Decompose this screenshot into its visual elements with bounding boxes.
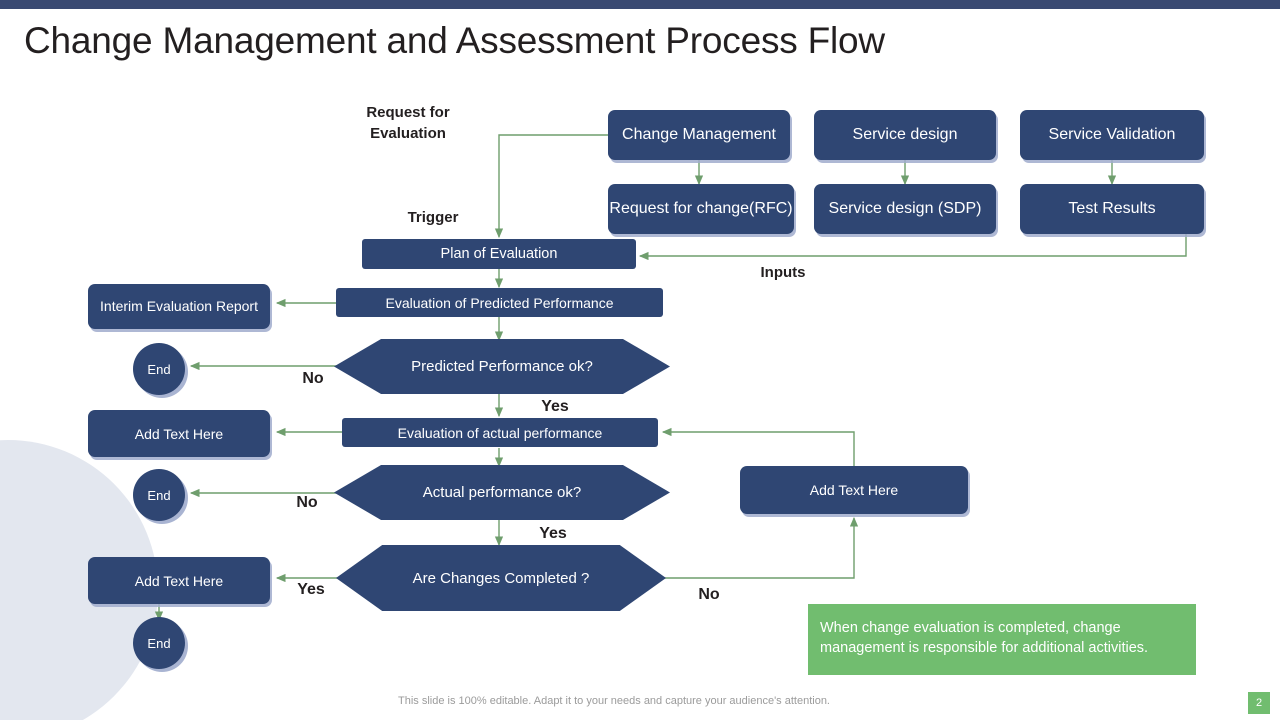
node-add-text-here-1[interactable]: Add Text Here	[88, 410, 270, 457]
node-service-design-label: Service design	[852, 126, 958, 143]
node-interim-evaluation-report-label: Interim Evaluation Report	[100, 298, 258, 314]
node-test-results[interactable]: Test Results	[1020, 184, 1204, 234]
node-add-text-here-2-label: Add Text Here	[134, 572, 224, 589]
footer-note: This slide is 100% editable. Adapt it to…	[398, 695, 830, 707]
node-end-3[interactable]: End	[133, 617, 185, 669]
decision-predicted-performance-ok[interactable]: Predicted Performance ok?	[334, 339, 670, 394]
label-trigger: Trigger	[407, 209, 459, 226]
node-test-results-label: Test Results	[1068, 200, 1156, 217]
node-end-2-label: End	[147, 487, 171, 503]
page-number-badge: 2	[1248, 692, 1270, 714]
callout-text: When change evaluation is completed, cha…	[820, 620, 1149, 656]
node-request-for-change-label: Request for change(RFC)	[609, 200, 793, 217]
decision-are-changes-completed[interactable]: Are Changes Completed ?	[336, 545, 666, 611]
decision-actual-performance-ok-label: Actual performance ok?	[422, 484, 582, 501]
label-inputs: Inputs	[760, 264, 806, 281]
node-end-3-label: End	[147, 635, 171, 651]
label-request-for-evaluation: Request for Evaluation	[366, 104, 450, 142]
node-end-1[interactable]: End	[133, 343, 185, 395]
node-add-text-here-right-label: Add Text Here	[809, 482, 899, 498]
decision-actual-performance-ok[interactable]: Actual performance ok?	[334, 465, 670, 520]
decision-are-changes-completed-label: Are Changes Completed ?	[412, 569, 590, 587]
node-request-for-change[interactable]: Request for change(RFC)	[608, 184, 794, 234]
node-end-1-label: End	[147, 361, 171, 377]
node-plan-of-evaluation-label: Plan of Evaluation	[440, 246, 558, 262]
node-plan-of-evaluation[interactable]: Plan of Evaluation	[362, 239, 636, 269]
node-interim-evaluation-report[interactable]: Interim Evaluation Report	[88, 284, 270, 329]
node-evaluation-predicted-performance[interactable]: Evaluation of Predicted Performance	[336, 288, 663, 317]
page-title: Change Management and Assessment Process…	[24, 20, 885, 61]
node-end-2[interactable]: End	[133, 469, 185, 521]
label-no-predicted: No	[302, 370, 324, 387]
node-change-management-label: Change Management	[622, 126, 776, 143]
node-service-design-sdp-label: Service design (SDP)	[828, 200, 982, 217]
decision-predicted-performance-ok-label: Predicted Performance ok?	[411, 358, 593, 375]
node-evaluation-predicted-performance-label: Evaluation of Predicted Performance	[385, 294, 614, 311]
node-service-validation[interactable]: Service Validation	[1020, 110, 1204, 160]
node-add-text-here-2[interactable]: Add Text Here	[88, 557, 270, 604]
node-service-design-sdp[interactable]: Service design (SDP)	[814, 184, 996, 234]
label-yes-changes: Yes	[297, 581, 325, 598]
node-change-management[interactable]: Change Management	[608, 110, 790, 160]
node-evaluation-actual-performance-label: Evaluation of actual performance	[397, 424, 603, 441]
node-add-text-here-1-label: Add Text Here	[134, 425, 224, 442]
node-add-text-here-right[interactable]: Add Text Here	[740, 466, 968, 514]
label-yes-predicted: Yes	[541, 398, 569, 415]
top-accent-bar	[0, 0, 1280, 9]
label-yes-actual: Yes	[539, 525, 567, 542]
node-service-design[interactable]: Service design	[814, 110, 996, 160]
node-evaluation-actual-performance[interactable]: Evaluation of actual performance	[342, 418, 658, 447]
callout-box: When change evaluation is completed, cha…	[808, 604, 1196, 675]
label-no-actual: No	[296, 494, 318, 511]
label-no-changes: No	[698, 586, 720, 603]
node-service-validation-label: Service Validation	[1048, 126, 1176, 143]
